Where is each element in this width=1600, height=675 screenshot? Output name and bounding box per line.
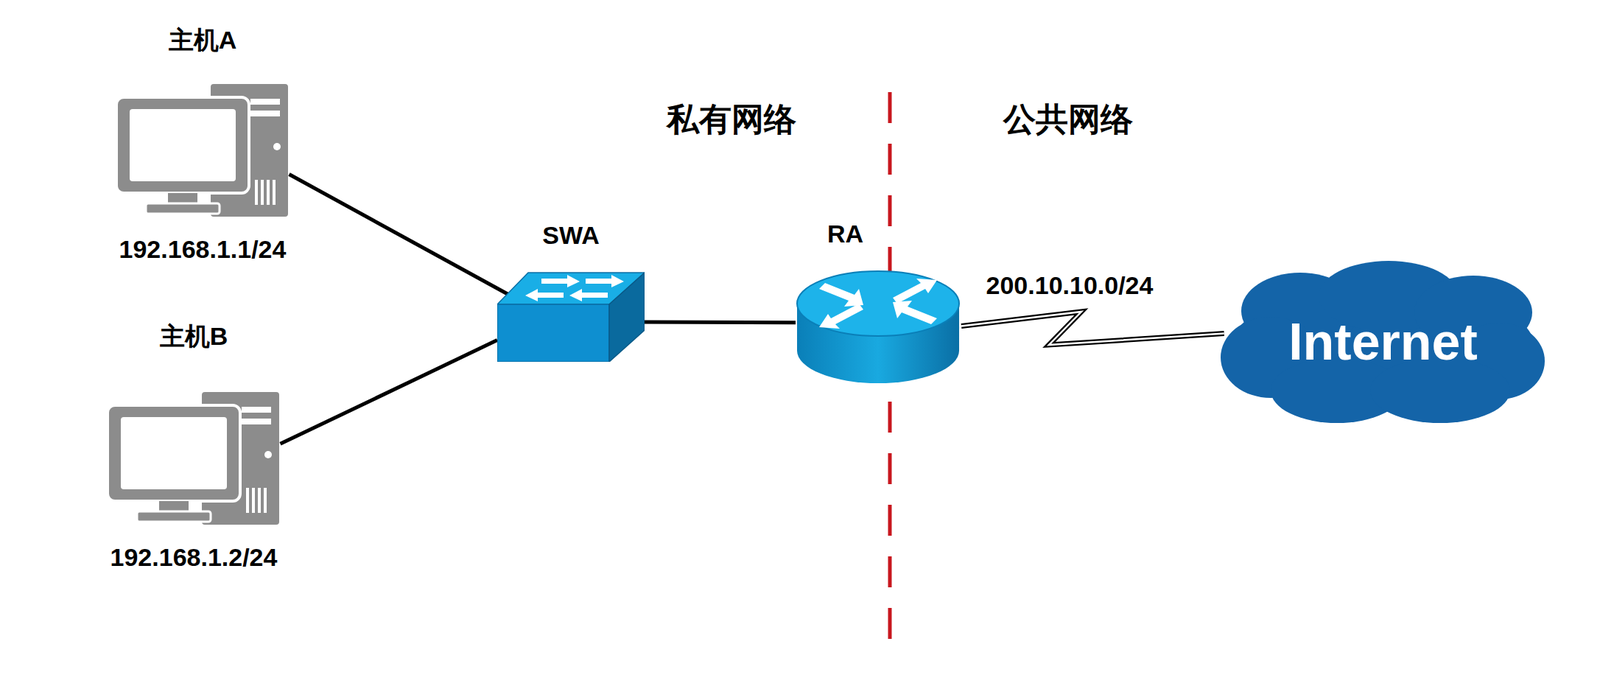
ethernet-link (644, 321, 796, 324)
ip-address: 192.168.1.1/24 (119, 234, 287, 264)
host-node: 主机B 192.168.1.2/24 (79, 321, 308, 572)
ip-address: 192.168.1.2/24 (110, 542, 278, 572)
switch-icon (497, 271, 645, 362)
serial-link (961, 311, 1225, 345)
cloud-node: Internet (1219, 257, 1547, 426)
device-name: SWA (542, 220, 599, 250)
host-name: 主机B (159, 321, 229, 351)
network-address: 200.10.10.0/24 (984, 271, 1156, 300)
host-name: 主机A (168, 25, 238, 55)
ethernet-link (289, 174, 517, 300)
computer-icon (116, 83, 290, 217)
router-icon (795, 268, 962, 387)
router-node: RA (791, 219, 966, 387)
computer-icon (107, 391, 281, 525)
switch-node: SWA (489, 220, 652, 362)
region-title: 私有网络 (666, 100, 797, 139)
ethernet-link (280, 340, 498, 445)
device-name: RA (827, 219, 864, 249)
region-title: 公共网络 (1003, 100, 1133, 139)
cloud-label: Internet (1288, 312, 1478, 373)
host-node: 主机A 192.168.1.1/24 (88, 25, 317, 264)
